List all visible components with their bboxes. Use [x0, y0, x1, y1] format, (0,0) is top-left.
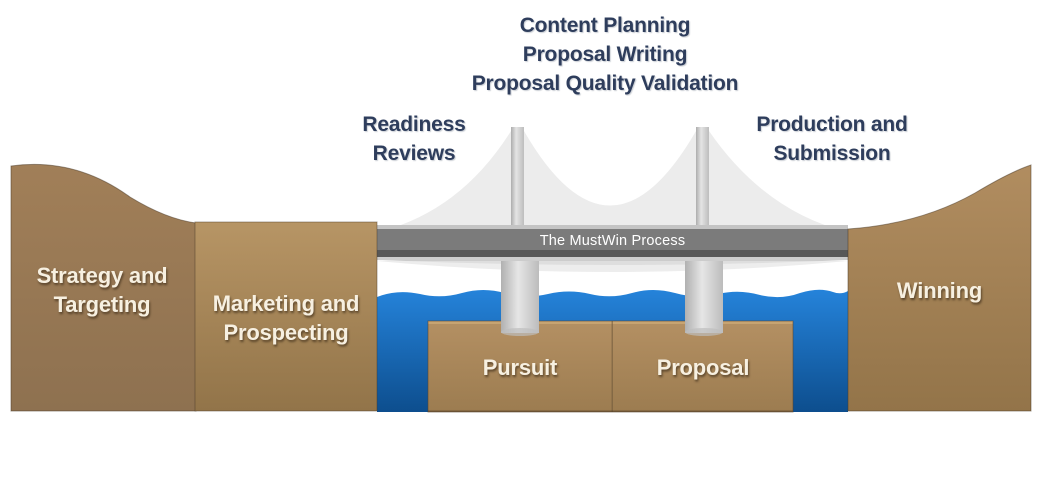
- right-bank-shape: [847, 164, 1032, 412]
- left-bank-shape: [10, 163, 197, 412]
- bridge-deck: [377, 225, 848, 272]
- bridge-tower-left: [511, 127, 524, 230]
- bridge-tower-right: [696, 127, 709, 230]
- proposal-block: [612, 321, 793, 412]
- bridge-pier-left: [501, 261, 539, 336]
- bridge-pier-right: [685, 261, 723, 336]
- suspension-cable-web: [378, 131, 848, 232]
- marketing-block-shape: [194, 221, 378, 412]
- pursuit-proposal-blocks: [427, 320, 794, 413]
- pursuit-block: [428, 321, 612, 412]
